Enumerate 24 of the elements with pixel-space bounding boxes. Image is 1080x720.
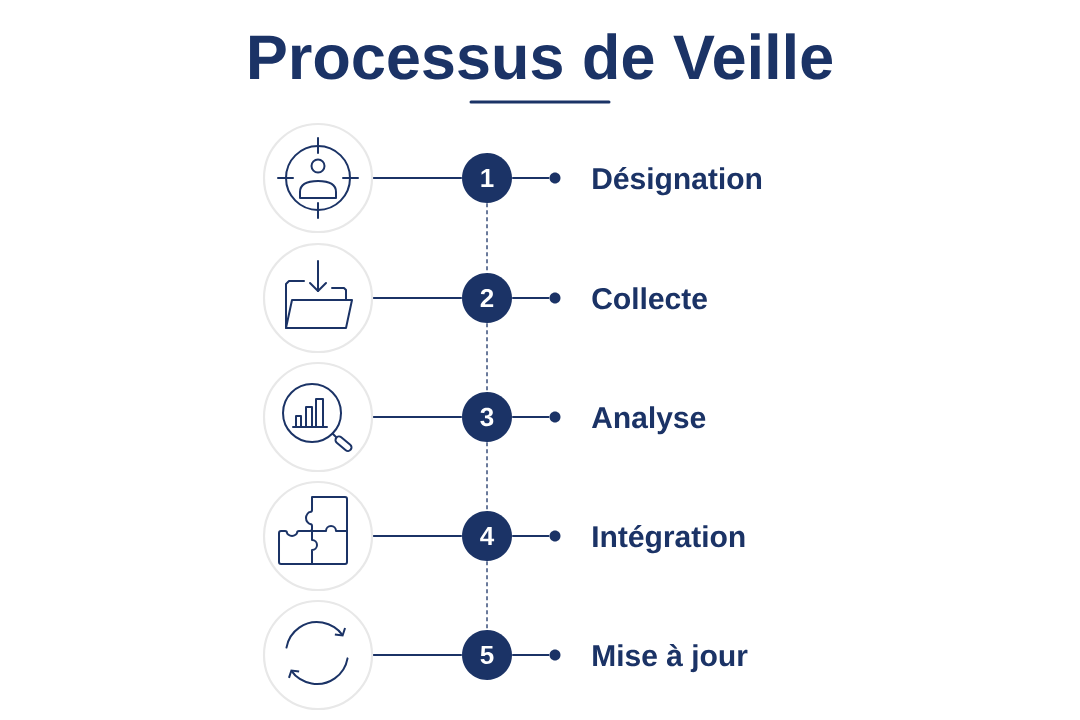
icon-circle [262,122,374,234]
connector-line [372,177,463,179]
connector-line [372,416,463,418]
connector-line [511,177,551,179]
dashed-connector [486,322,488,393]
step-label: Analyse [591,406,706,435]
connector-line [372,297,463,299]
icon-circle [262,599,374,711]
connector-line [511,654,551,656]
step-label: Désignation [593,167,762,196]
connector-line [511,535,551,537]
icon-circle [262,480,374,592]
icon-circle [262,361,374,473]
connector-line [372,654,463,656]
icon-circle [262,242,374,354]
dashed-connector [486,441,488,512]
step-label: Collecte [592,287,707,310]
connector-line [372,535,463,537]
step-label: Intégration [593,525,745,554]
dashed-connector [486,560,488,631]
title: Processus de Veille [250,33,833,80]
step-label: Mise à jour [593,644,748,673]
connector-line [511,297,551,299]
connector-line [511,416,551,418]
